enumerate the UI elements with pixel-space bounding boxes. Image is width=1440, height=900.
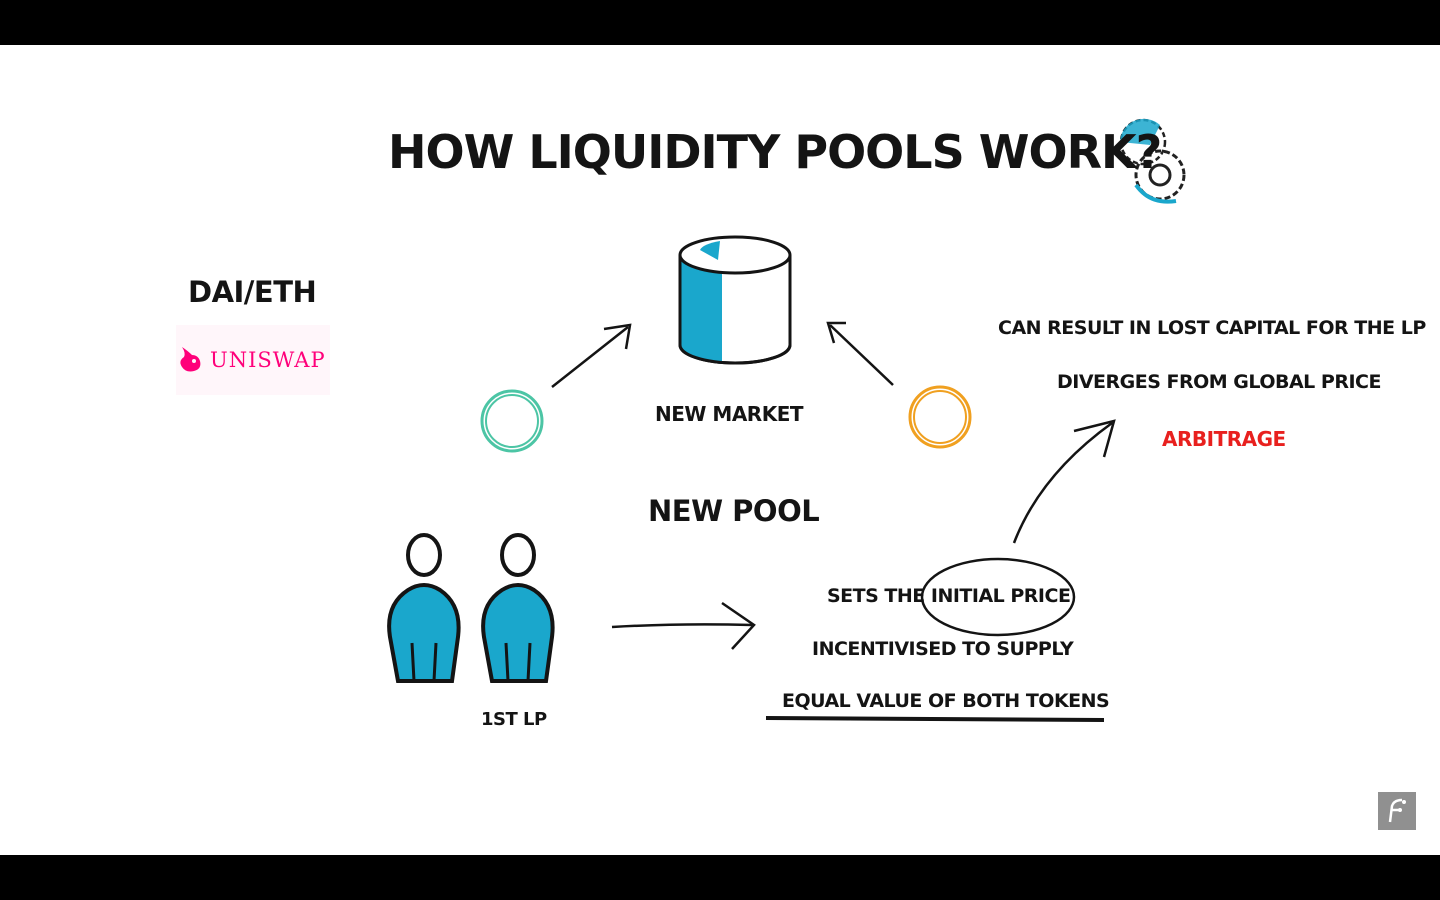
pool-label: NEW POOL	[648, 494, 820, 528]
person-icon	[387, 533, 461, 683]
consequence-diverges: DIVERGES FROM GLOBAL PRICE	[1057, 371, 1381, 393]
channel-watermark-icon[interactable]	[1378, 792, 1416, 830]
underline	[765, 716, 1105, 722]
letterbox-bottom	[0, 855, 1440, 900]
step-incentivised: INCENTIVISED TO SUPPLY	[812, 638, 1074, 660]
provider-label: 1ST LP	[481, 709, 547, 730]
highlight-oval	[920, 557, 1076, 637]
market-label: NEW MARKET	[655, 402, 804, 426]
token-green-icon	[480, 389, 544, 453]
arrow-to-market-left	[551, 323, 632, 388]
step-sets-price: SETS THE INITIAL PRICE	[827, 585, 1071, 607]
person-icon	[481, 533, 555, 683]
uniswap-logo: UNISWAP	[176, 325, 330, 395]
database-cylinder-icon	[678, 235, 792, 365]
gear-icon	[1119, 118, 1186, 204]
arrow-to-market-right	[826, 321, 894, 386]
arrow-to-consequences	[1012, 419, 1116, 544]
unicorn-icon	[180, 347, 201, 372]
consequence-lost-capital: CAN RESULT IN LOST CAPITAL FOR THE LP	[998, 317, 1426, 339]
arrow-to-steps	[611, 601, 756, 650]
whiteboard-canvas: HOW LIQUIDITY POOLS WORK? DAI/ETH UNISWA…	[0, 45, 1440, 855]
token-orange-icon	[908, 385, 972, 449]
pair-label: DAI/ETH	[188, 275, 317, 309]
uniswap-wordmark: UNISWAP	[210, 348, 326, 372]
consequence-arbitrage: ARBITRAGE	[1162, 427, 1286, 451]
step-equal-value: EQUAL VALUE OF BOTH TOKENS	[782, 690, 1110, 712]
diagram-drawing	[387, 118, 1186, 722]
page-title: HOW LIQUIDITY POOLS WORK?	[388, 125, 1162, 179]
letterbox-top	[0, 0, 1440, 45]
